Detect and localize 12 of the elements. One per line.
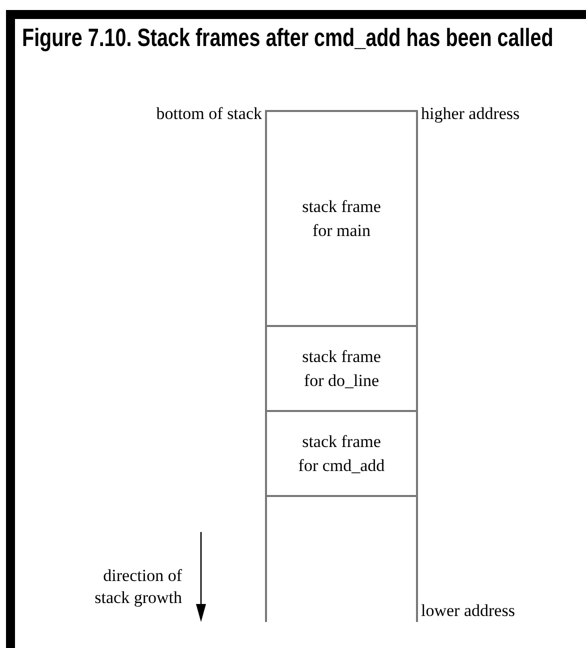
frame-label: stack frame for cmd_add bbox=[297, 430, 386, 476]
frame-label: stack frame for main bbox=[301, 196, 382, 242]
annotation-text: higher address bbox=[421, 103, 521, 125]
empty-stack-frame-box bbox=[265, 495, 418, 622]
annotation-text: direction of stack growth bbox=[94, 565, 182, 609]
stack-frame-box bbox=[265, 410, 418, 495]
stack-frame-box bbox=[265, 110, 418, 325]
stack-frame-box bbox=[265, 325, 418, 410]
annotation-text: lower address bbox=[421, 600, 516, 622]
annotation-text: bottom of stack bbox=[155, 103, 262, 125]
figure-title: Figure 7.10. Stack frames after cmd_add has been called bbox=[22, 24, 554, 53]
frame-label: stack frame for do_line bbox=[301, 346, 382, 392]
